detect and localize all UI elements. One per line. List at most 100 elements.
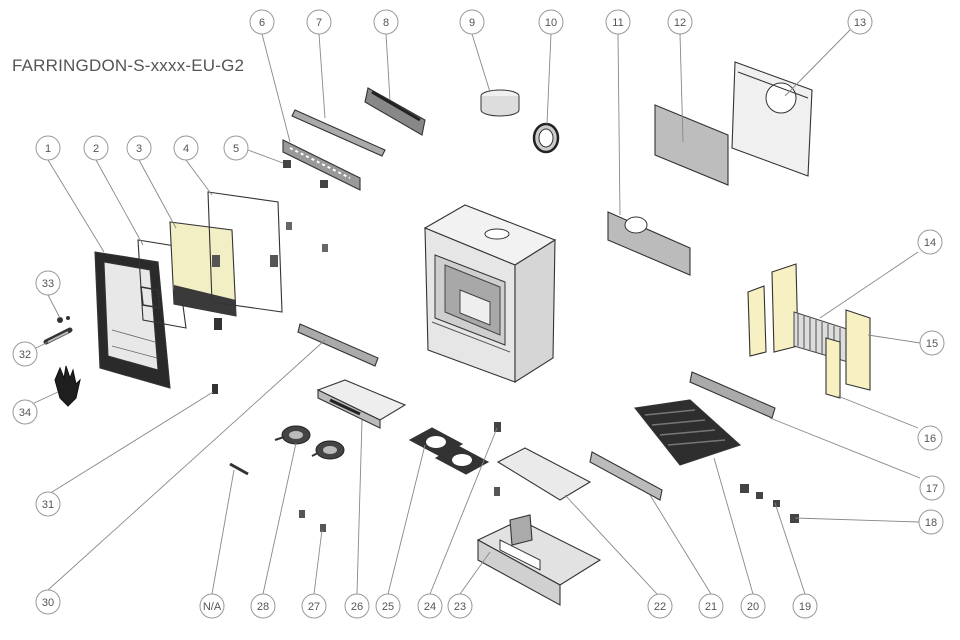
part-flue-collar [480, 89, 520, 117]
callout-9: 9 [459, 9, 485, 35]
svg-text:34: 34 [19, 407, 31, 419]
part-fittings [740, 484, 799, 523]
svg-text:10: 10 [545, 17, 557, 29]
callout-4: 4 [173, 135, 199, 161]
leader-lines [31, 29, 921, 595]
svg-text:4: 4 [183, 143, 189, 155]
svg-text:31: 31 [42, 499, 54, 511]
svg-text:11: 11 [612, 17, 623, 29]
svg-text:6: 6 [259, 17, 265, 29]
callout-5: 5 [223, 135, 249, 161]
part-ash-pan [316, 379, 407, 429]
svg-text:2: 2 [93, 143, 99, 155]
callout-14: 14 [917, 229, 943, 255]
callout-26: 26 [344, 593, 370, 619]
callout-13: 13 [847, 9, 873, 35]
part-bracket [364, 87, 426, 136]
callout-2: 2 [83, 135, 109, 161]
callout-25: 25 [375, 593, 401, 619]
part-back-plate [607, 211, 691, 276]
svg-text:9: 9 [469, 17, 475, 29]
part-screw-33 [57, 316, 70, 323]
svg-text:1: 1 [45, 143, 51, 155]
svg-text:24: 24 [424, 601, 436, 613]
part-stove-body [423, 204, 557, 383]
svg-text:20: 20 [747, 601, 759, 613]
callout-24: 24 [417, 593, 443, 619]
part-baffle-rail [291, 109, 386, 157]
part-door-seal [137, 239, 187, 329]
part-spin-vents [274, 425, 345, 460]
callout-6: 6 [249, 9, 275, 35]
callout-12: 12 [667, 9, 693, 35]
callout-3: 3 [126, 135, 152, 161]
part-flue-ring [532, 122, 560, 154]
callout-32: 32 [12, 341, 38, 367]
svg-text:7: 7 [316, 17, 322, 29]
svg-text:25: 25 [382, 601, 394, 613]
part-back-panel [654, 104, 729, 186]
svg-text:16: 16 [924, 433, 936, 445]
svg-text:15: 15 [926, 338, 938, 350]
callout-34: 34 [12, 399, 38, 425]
callout-20: 20 [740, 593, 766, 619]
diagram-title: FARRINGDON-S-xxxx-EU-G2 [12, 56, 245, 75]
callout-7: 7 [306, 9, 332, 35]
svg-text:21: 21 [705, 601, 717, 613]
callout-27: 27 [301, 593, 327, 619]
callout-17: 17 [919, 475, 945, 501]
part-rail [689, 371, 776, 419]
callout-16: 16 [917, 425, 943, 451]
svg-text:26: 26 [351, 601, 363, 613]
svg-text:13: 13 [854, 17, 866, 29]
callout-33: 33 [35, 270, 61, 296]
part-glass-frame [207, 191, 283, 313]
svg-text:N/A: N/A [203, 601, 222, 613]
svg-text:27: 27 [308, 601, 320, 613]
callout-22: 22 [647, 593, 673, 619]
callout-30: 30 [35, 589, 61, 615]
svg-text:5: 5 [233, 143, 239, 155]
callout-8: 8 [373, 9, 399, 35]
svg-text:30: 30 [42, 597, 54, 609]
part-gaskets [408, 427, 490, 475]
callout-19: 19 [792, 593, 818, 619]
svg-text:8: 8 [383, 17, 389, 29]
part-grate [633, 399, 742, 466]
callout-23: 23 [447, 593, 473, 619]
part-base-stand [476, 514, 602, 606]
part-tool [229, 462, 249, 476]
part-firebricks [747, 263, 871, 399]
part-clips [283, 160, 328, 252]
callout-18: 18 [918, 509, 944, 535]
part-ash-plate [496, 447, 592, 501]
svg-text:17: 17 [926, 483, 938, 495]
part-lower-bar [297, 323, 379, 367]
part-heat-shield [731, 61, 813, 177]
callout-10: 10 [538, 9, 564, 35]
svg-text:28: 28 [257, 601, 269, 613]
part-handle [43, 327, 73, 345]
svg-text:14: 14 [924, 237, 936, 249]
part-clip-31 [212, 384, 218, 394]
part-glass [169, 221, 237, 330]
part-glove [54, 365, 81, 407]
part-grate-bars [793, 311, 851, 363]
svg-text:18: 18 [925, 517, 937, 529]
callout-na: N/A [199, 593, 225, 619]
svg-text:33: 33 [42, 278, 54, 290]
svg-text:22: 22 [654, 601, 666, 613]
svg-text:3: 3 [136, 143, 142, 155]
svg-text:23: 23 [454, 601, 466, 613]
callout-15: 15 [919, 330, 945, 356]
callout-11: 11 [605, 9, 631, 35]
part-screws [299, 510, 326, 532]
callout-31: 31 [35, 491, 61, 517]
svg-text:12: 12 [674, 17, 686, 29]
callout-1: 1 [35, 135, 61, 161]
svg-text:32: 32 [19, 349, 31, 361]
callout-21: 21 [698, 593, 724, 619]
callout-28: 28 [250, 593, 276, 619]
svg-text:19: 19 [799, 601, 811, 613]
